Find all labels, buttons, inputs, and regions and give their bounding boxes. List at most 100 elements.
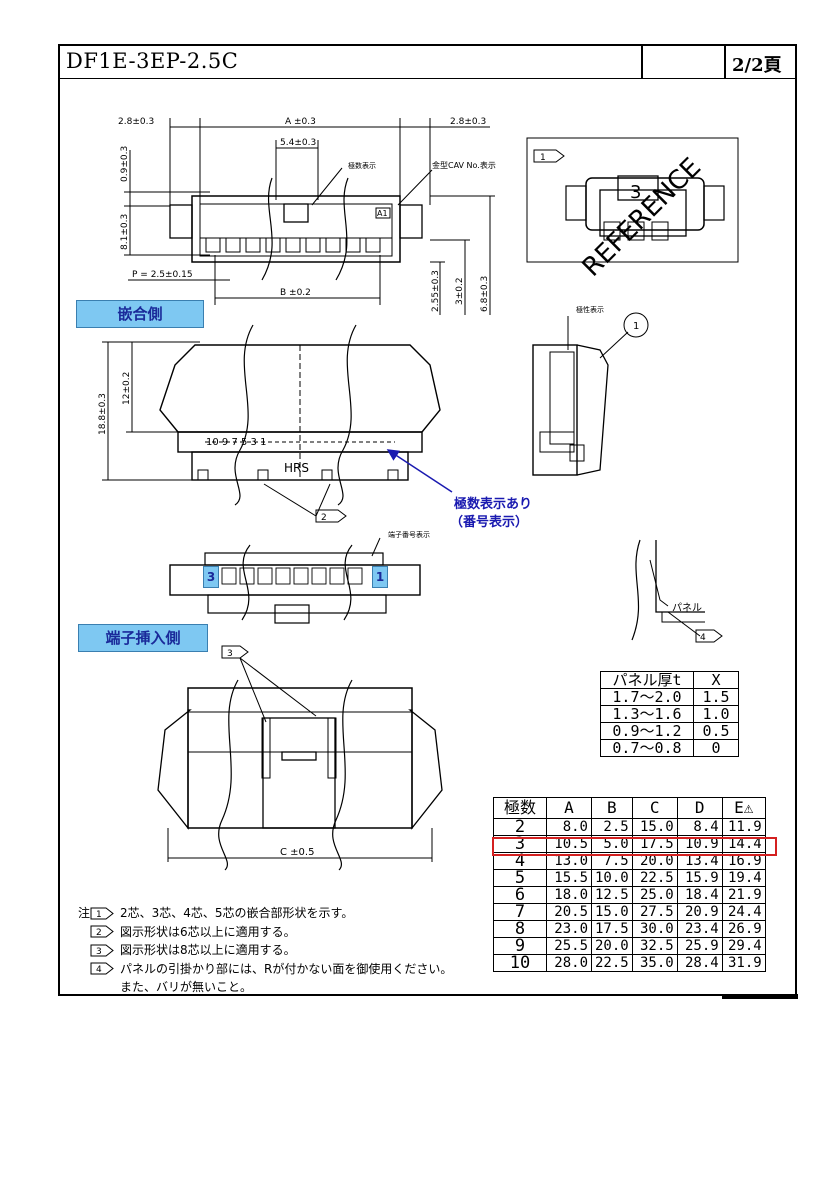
dim-2-8-left: 2.8±0.3 bbox=[118, 117, 154, 127]
table-cell: 18.4 bbox=[676, 886, 723, 904]
table-cell: 13.0 bbox=[546, 852, 592, 870]
callout-3: 3 bbox=[227, 649, 233, 659]
table-cell: 20.0 bbox=[631, 852, 678, 870]
table-cell: 0.9～1.2 bbox=[600, 722, 694, 740]
table-cell: 8.4 bbox=[676, 818, 723, 836]
table-header-row: 極数 A B C D E⚠ bbox=[493, 797, 766, 819]
table-row: 0.9～1.2 0.5 bbox=[600, 722, 739, 740]
note-text: 図示形状は6芯以上に適用する。 bbox=[120, 924, 296, 939]
table-cell: 0.7～0.8 bbox=[600, 739, 694, 757]
table-header: E⚠ bbox=[721, 797, 766, 819]
dim-p: P = 2.5±0.15 bbox=[132, 270, 193, 280]
table-cell: 0 bbox=[693, 739, 739, 757]
note-text: また、バリが無いこと。 bbox=[120, 980, 253, 994]
mating-side-tag: 嵌合側 bbox=[76, 300, 204, 328]
table-cell: 30.0 bbox=[631, 920, 678, 938]
notes-block: 注 1 2芯、3芯、4芯、5芯の嵌合部形状を示す。 2 図示形状は6芯以上に適用… bbox=[78, 904, 452, 997]
highlighted-row-frame bbox=[492, 837, 777, 856]
dim-6-8: 6.8±0.3 bbox=[480, 276, 490, 312]
table-header: D bbox=[676, 797, 723, 819]
table-cell: 18.0 bbox=[546, 886, 592, 904]
table-cell: 10 bbox=[493, 954, 547, 972]
table-header: C bbox=[631, 797, 678, 819]
table-cell: 25.9 bbox=[676, 937, 723, 955]
table-row: 1.7～2.0 1.5 bbox=[600, 688, 739, 706]
cav-mark: A1 bbox=[377, 209, 388, 218]
table-cell: 15.0 bbox=[591, 903, 633, 921]
table-cell: 15.5 bbox=[546, 869, 592, 887]
notes-prefix: 注 bbox=[78, 906, 91, 920]
table-cell: 24.4 bbox=[721, 903, 766, 921]
note-continuation: また、バリが無いこと。 bbox=[78, 978, 452, 997]
table-cell: 10.0 bbox=[591, 869, 633, 887]
table-header: A bbox=[546, 797, 592, 819]
page-number: 2/2頁 bbox=[732, 55, 782, 76]
note-item: 3 図示形状は8芯以上に適用する。 bbox=[78, 941, 452, 960]
table-cell: 11.9 bbox=[721, 818, 766, 836]
table-cell: 31.9 bbox=[721, 954, 766, 972]
dim-18-8: 18.8±0.3 bbox=[98, 393, 108, 435]
table-cell: 2 bbox=[493, 818, 547, 836]
note-callout-icon: 2 bbox=[90, 925, 114, 938]
dim-c: C ±0.5 bbox=[280, 847, 314, 858]
part-number: DF1E-3EP-2.5C bbox=[66, 49, 239, 73]
table-cell: 13.4 bbox=[676, 852, 723, 870]
note-text: パネルの引掛かり部には、Rが付かない面を御使用ください。 bbox=[120, 961, 453, 976]
watermark: REFERENCE bbox=[577, 152, 707, 282]
table-cell: 22.5 bbox=[591, 954, 633, 972]
table-cell: 35.0 bbox=[631, 954, 678, 972]
panel-thickness-table: パネル厚t X 1.7～2.0 1.5 1.3～1.6 1.0 0.9～1.2 … bbox=[600, 671, 739, 757]
table-row: 1.3～1.6 1.0 bbox=[600, 705, 739, 723]
title-block: DF1E-3EP-2.5C 2/2頁 bbox=[60, 46, 795, 79]
table-cell: 1.0 bbox=[693, 705, 739, 723]
table-cell: 25.0 bbox=[631, 886, 678, 904]
table-cell: 9 bbox=[493, 937, 547, 955]
callout-1-detail: 1 bbox=[540, 153, 546, 163]
svg-text:2: 2 bbox=[96, 928, 102, 938]
warning-triangle-icon: ⚠ bbox=[743, 798, 754, 817]
drawing-sheet: DF1E-3EP-2.5C 2/2頁 bbox=[58, 44, 797, 996]
pole-mark: 3 bbox=[630, 182, 641, 203]
panel-label: パネル bbox=[672, 602, 702, 614]
insert-side-tag: 端子挿入側 bbox=[78, 624, 208, 652]
dim-a: A ±0.3 bbox=[285, 117, 316, 127]
table-cell: 28.0 bbox=[546, 954, 592, 972]
table-cell: 20.0 bbox=[591, 937, 633, 955]
table-cell: 1.3～1.6 bbox=[600, 705, 694, 723]
table-header: 極数 bbox=[493, 797, 547, 819]
table-cell: 0.5 bbox=[693, 722, 739, 740]
table-row: 0.7～0.8 0 bbox=[600, 739, 739, 757]
note-callout-icon: 4 bbox=[90, 962, 114, 975]
dim-5-4: 5.4±0.3 bbox=[280, 138, 316, 148]
table-cell: 10.9 bbox=[676, 835, 723, 853]
table-header: パネル厚t bbox=[600, 671, 694, 689]
table-cell: 1.7～2.0 bbox=[600, 688, 694, 706]
title-divider bbox=[724, 46, 726, 78]
dim-2-55: 2.55±0.3 bbox=[431, 270, 441, 312]
svg-text:3: 3 bbox=[96, 947, 102, 957]
border-mark bbox=[722, 994, 798, 999]
dim-0-9: 0.9±0.3 bbox=[120, 146, 130, 182]
note-callout-icon: 1 bbox=[90, 907, 114, 920]
table-cell: 17.5 bbox=[631, 835, 678, 853]
label-cav: 金型CAV No.表示 bbox=[432, 160, 496, 170]
table-cell: 25.5 bbox=[546, 937, 592, 955]
table-cell: 8 bbox=[493, 920, 547, 938]
table-cell: 17.5 bbox=[591, 920, 633, 938]
table-cell: 2.5 bbox=[591, 818, 633, 836]
table-header: X bbox=[693, 671, 739, 689]
table-cell: 7 bbox=[493, 903, 547, 921]
table-cell: 21.9 bbox=[721, 886, 766, 904]
table-cell: 1.5 bbox=[693, 688, 739, 706]
table-cell: 29.4 bbox=[721, 937, 766, 955]
table-cell: 20.9 bbox=[676, 903, 723, 921]
svg-text:4: 4 bbox=[96, 965, 102, 975]
